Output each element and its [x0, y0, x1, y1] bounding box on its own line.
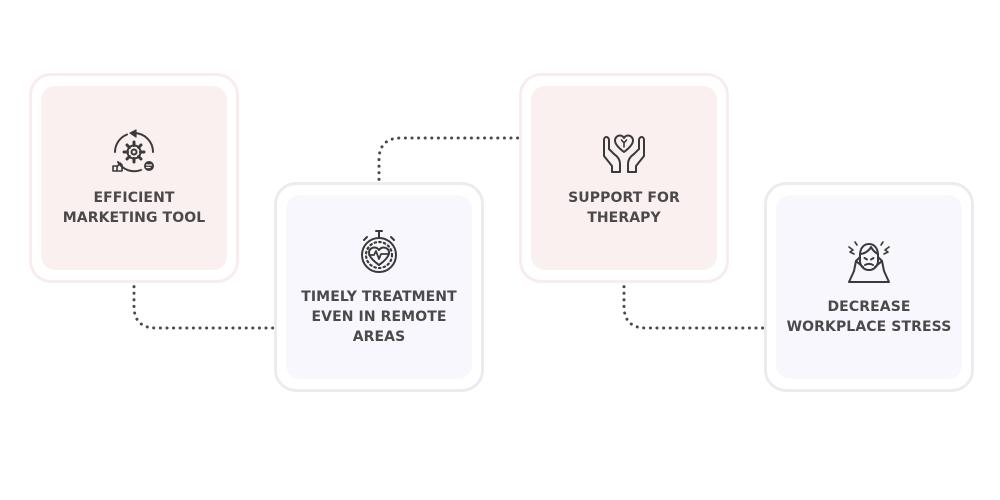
connector-3-4	[622, 278, 772, 330]
connector-2-3	[377, 136, 526, 188]
card-label: EFFICIENT MARKETING TOOL	[62, 190, 206, 226]
card-label: DECREASE WORKPLACE STRESS	[786, 299, 952, 335]
card-support-for-therapy: SUPPORT FOR THERAPY	[519, 73, 729, 283]
card-inner: SUPPORT FOR THERAPY	[531, 86, 717, 270]
card-label: TIMELY TREATMENT EVEN IN REMOTE AREAS	[301, 289, 457, 345]
stopwatch-heart-icon	[361, 230, 397, 273]
card-timely-treatment: TIMELY TREATMENT EVEN IN REMOTE AREAS	[274, 182, 484, 392]
card-label: SUPPORT FOR THERAPY	[568, 190, 680, 226]
card-inner: DECREASE WORKPLACE STRESS	[776, 195, 962, 379]
connector-1-2	[132, 278, 284, 330]
card-efficient-marketing-tool: EFFICIENT MARKETING TOOL	[29, 73, 239, 283]
stressed-person-icon	[848, 241, 890, 283]
hands-heart-icon	[603, 134, 645, 173]
card-inner: EFFICIENT MARKETING TOOL	[41, 86, 227, 270]
card-inner: TIMELY TREATMENT EVEN IN REMOTE AREAS	[286, 195, 472, 379]
card-decrease-workplace-stress: DECREASE WORKPLACE STRESS	[764, 182, 974, 392]
gear-marketing-icon	[112, 129, 154, 173]
